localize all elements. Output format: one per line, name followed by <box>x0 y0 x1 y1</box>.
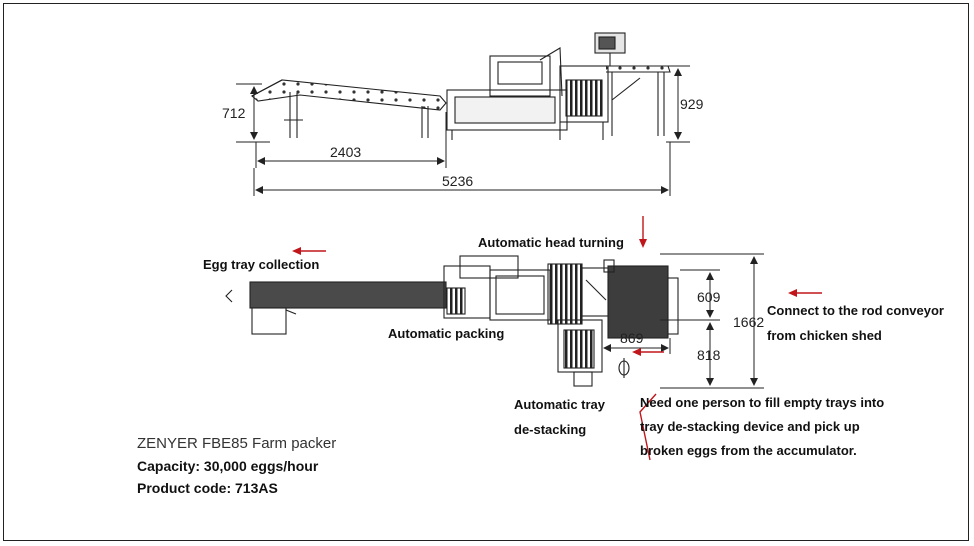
arrow-rod-conveyor <box>788 289 822 297</box>
label-destacking-2: de-stacking <box>514 422 587 437</box>
note-line-3: broken eggs from the accumulator. <box>640 443 857 458</box>
label-rod-conveyor: Connect to the rod conveyor <box>767 303 944 318</box>
top-view-machine <box>225 255 679 387</box>
annotation-arrows <box>292 216 822 461</box>
dim-partial-length: 2403 <box>330 144 361 160</box>
product-title: ZENYER FBE85 Farm packer <box>137 435 337 452</box>
note-line-1: Need one person to fill empty trays into <box>640 395 885 410</box>
dim-height-right: 929 <box>680 96 704 112</box>
label-packing: Automatic packing <box>388 326 505 341</box>
dim-height-left: 712 <box>222 105 246 121</box>
arrow-destacker <box>632 348 664 356</box>
arrow-head-turning <box>639 216 647 248</box>
side-view-machine <box>251 32 671 140</box>
dim-offset: 869 <box>620 330 644 346</box>
dim-total-length: 5236 <box>442 173 473 189</box>
operator-note: Need one person to fill empty trays into… <box>640 391 884 463</box>
product-code: Product code: 713AS <box>137 480 278 496</box>
side-view-dimensions <box>236 65 690 196</box>
dim-width-lower: 818 <box>697 347 721 363</box>
dim-width-total: 1662 <box>733 314 764 330</box>
top-view-dimensions <box>601 253 764 389</box>
arrow-note-pointer <box>639 393 657 461</box>
label-destacking-1: Automatic tray <box>514 397 606 412</box>
note-line-2: tray de-stacking device and pick up <box>640 419 860 434</box>
product-capacity: Capacity: 30,000 eggs/hour <box>137 458 319 474</box>
drawing-frame <box>3 3 969 541</box>
label-egg-tray-collection: Egg tray collection <box>203 257 320 272</box>
label-rod-conveyor-2: from chicken shed <box>767 328 882 343</box>
dim-width-upper: 609 <box>697 289 721 305</box>
product-info: ZENYER FBE85 Farm packer Capacity: 30,00… <box>137 435 336 502</box>
arrow-tray-collection <box>292 247 326 255</box>
label-head-turning: Automatic head turning <box>478 235 624 250</box>
